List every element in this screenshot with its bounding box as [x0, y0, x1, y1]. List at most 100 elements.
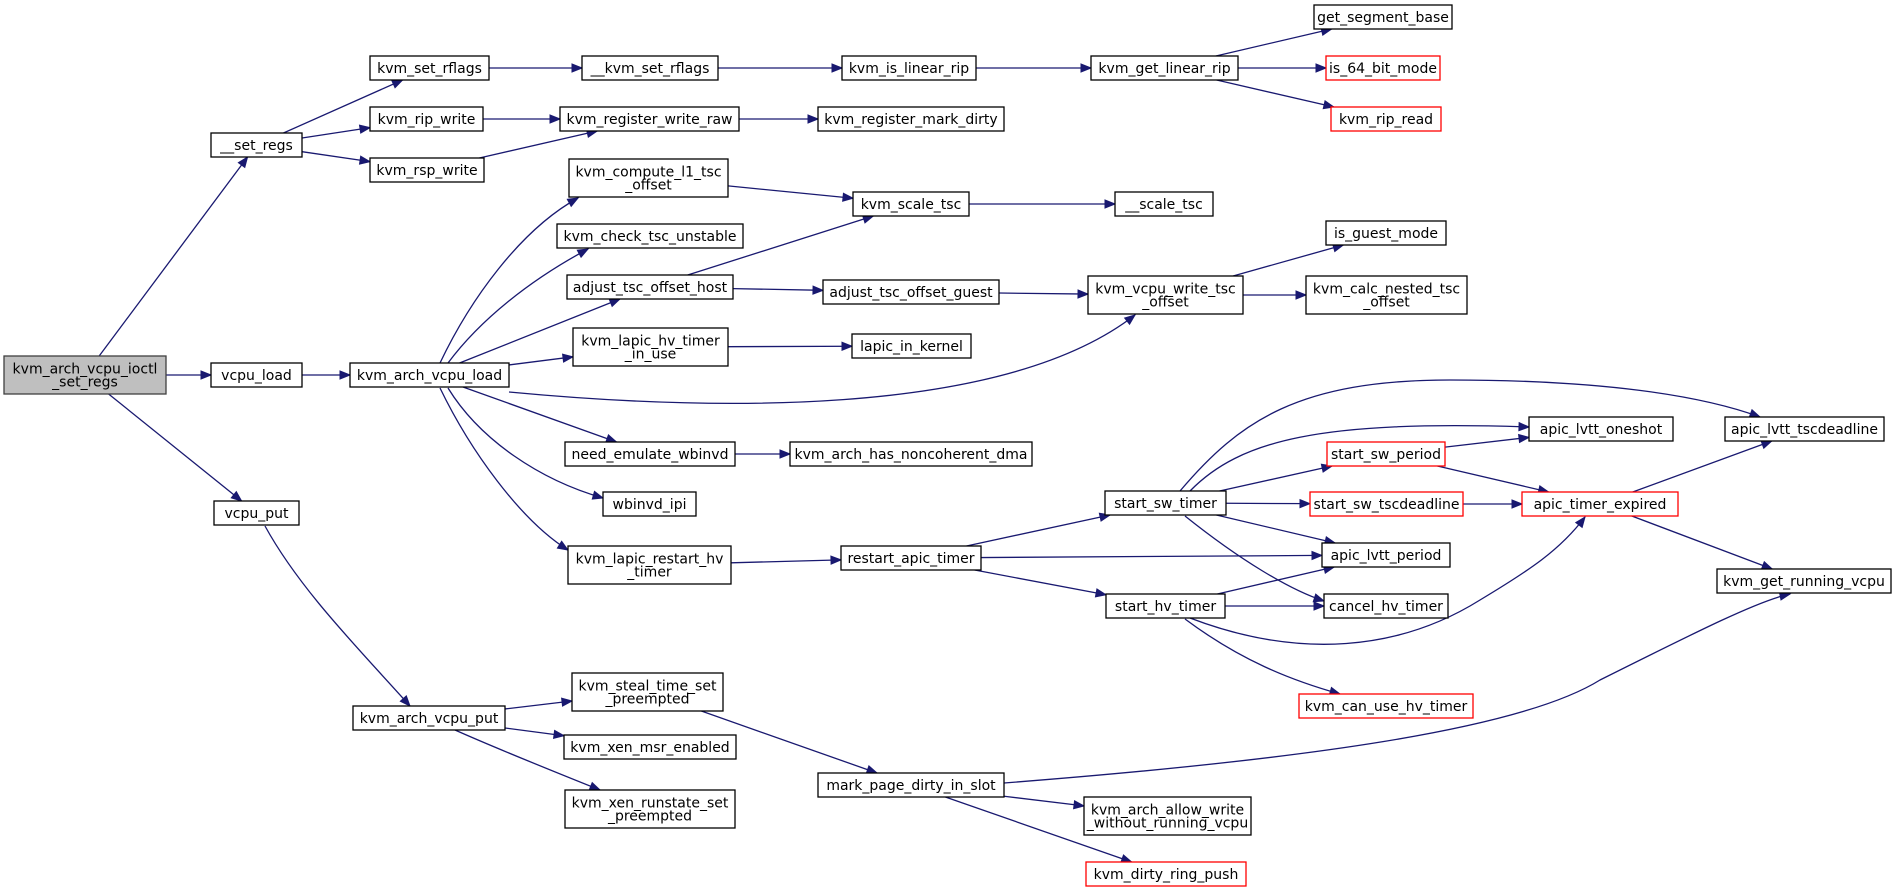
- edge-kvm-compute-l1-tsc-offset-to-kvm-scale-tsc: [727, 185, 854, 199]
- node-kvm-arch-has-noncoherent-dma[interactable]: kvm_arch_has_noncoherent_dma: [789, 441, 1033, 467]
- node-set-regs[interactable]: __set_regs: [210, 132, 303, 158]
- node-vcpu-load[interactable]: vcpu_load: [210, 362, 303, 388]
- edge-kvm-set-rflags-to-kvm-set-rflags-arrowhead: [571, 63, 584, 73]
- edge-set-regs-to-kvm-rip-write: [301, 126, 371, 139]
- node-lapic-in-kernel[interactable]: lapic_in_kernel: [851, 333, 972, 359]
- edge-kvm-is-linear-rip-to-kvm-get-linear-rip-arrowhead: [1080, 63, 1093, 73]
- node-label-kvm-steal-time-set-preempted-line-2: _preempted: [604, 692, 689, 708]
- node-label-kvm-rip-write: kvm_rip_write: [378, 112, 476, 128]
- edge-restart-apic-timer-to-apic-lvtt-period: [980, 554, 1323, 559]
- node-apic-lvtt-period[interactable]: apic_lvtt_period: [1321, 542, 1451, 568]
- node-kvm-compute-l1-tsc-offset[interactable]: kvm_compute_l1_tsc_offset: [568, 158, 729, 198]
- node-kvm-arch-vcpu-put[interactable]: kvm_arch_vcpu_put: [352, 705, 506, 731]
- node-is-64-bit-mode[interactable]: is_64_bit_mode: [1325, 55, 1441, 81]
- node-label-kvm-get-running-vcpu: kvm_get_running_vcpu: [1723, 574, 1885, 590]
- node-apic-lvtt-oneshot[interactable]: apic_lvtt_oneshot: [1528, 416, 1674, 442]
- node-root[interactable]: kvm_arch_vcpu_ioctl_set_regs: [3, 355, 167, 395]
- node-kvm-set-rflags[interactable]: __kvm_set_rflags: [581, 55, 719, 81]
- edge-restart-apic-timer-to-start-hv-timer-arrowhead: [1094, 588, 1108, 598]
- node-start-sw-timer[interactable]: start_sw_timer: [1104, 490, 1227, 516]
- edge-root-to-vcpu-load-arrowhead: [200, 370, 213, 380]
- node-label-kvm-calc-nested-tsc-offset-line-1: kvm_calc_nested_tsc: [1313, 282, 1460, 298]
- edge-start-sw-timer-to-apic-lvtt-period: [1216, 514, 1336, 544]
- node-cancel-hv-timer[interactable]: cancel_hv_timer: [1323, 593, 1449, 619]
- node-kvm-register-mark-dirty[interactable]: kvm_register_mark_dirty: [817, 106, 1005, 132]
- node-kvm-steal-time-set-preempted[interactable]: kvm_steal_time_set_preempted: [571, 672, 724, 712]
- node-label-kvm-register-write-raw: kvm_register_write_raw: [566, 112, 732, 128]
- node-box-kvm-calc-nested-tsc-offset: [1305, 275, 1468, 315]
- node-label-start-sw-period: start_sw_period: [1331, 447, 1441, 463]
- edges-layer: [98, 26, 1792, 864]
- edge-kvm-arch-vcpu-put-to-kvm-xen-msr-enabled-arrowhead: [552, 729, 566, 740]
- edge-restart-apic-timer-to-start-sw-timer: [966, 514, 1111, 547]
- node-kvm-arch-vcpu-load[interactable]: kvm_arch_vcpu_load: [349, 362, 510, 388]
- edge-restart-apic-timer-to-apic-lvtt-period-arrowhead: [1311, 550, 1324, 561]
- node-need-emulate-wbinvd[interactable]: need_emulate_wbinvd: [564, 441, 736, 467]
- node-kvm-scale-tsc[interactable]: kvm_scale_tsc: [852, 191, 970, 217]
- node-kvm-can-use-hv-timer[interactable]: kvm_can_use_hv_timer: [1298, 693, 1474, 719]
- node-box-need-emulate-wbinvd: [564, 441, 736, 467]
- edge-kvm-get-linear-rip-to-get-segment-base: [1215, 28, 1332, 57]
- node-kvm-xen-msr-enabled[interactable]: kvm_xen_msr_enabled: [563, 734, 737, 760]
- node-kvm-arch-allow-write-without-running-vcpu[interactable]: kvm_arch_allow_write_without_running_vcp…: [1083, 796, 1252, 836]
- node-label-kvm-compute-l1-tsc-offset-line-2: _offset: [624, 178, 672, 194]
- node-start-hv-timer[interactable]: start_hv_timer: [1105, 593, 1226, 619]
- node-kvm-set-rflags[interactable]: kvm_set_rflags: [369, 55, 490, 81]
- node-apic-timer-expired[interactable]: apic_timer_expired: [1521, 491, 1679, 517]
- node-restart-apic-timer[interactable]: restart_apic_timer: [840, 545, 982, 571]
- node-kvm-rip-write[interactable]: kvm_rip_write: [369, 106, 484, 132]
- node-kvm-lapic-restart-hv-timer[interactable]: kvm_lapic_restart_hv_timer: [567, 545, 732, 585]
- node-kvm-get-linear-rip[interactable]: kvm_get_linear_rip: [1090, 55, 1239, 81]
- node-kvm-rsp-write[interactable]: kvm_rsp_write: [369, 157, 485, 183]
- node-label-is-guest-mode: is_guest_mode: [1334, 226, 1438, 242]
- node-label-wbinvd-ipi: wbinvd_ipi: [613, 497, 687, 513]
- node-box-kvm-get-running-vcpu: [1716, 568, 1892, 594]
- node-label-root-line-1: kvm_arch_vcpu_ioctl: [13, 362, 158, 378]
- node-label-vcpu-load: vcpu_load: [221, 368, 292, 384]
- node-adjust-tsc-offset-host[interactable]: adjust_tsc_offset_host: [566, 274, 734, 300]
- node-label-start-hv-timer: start_hv_timer: [1115, 599, 1216, 615]
- edge-start-sw-timer-to-apic-lvtt-oneshot: [1189, 425, 1530, 492]
- node-apic-lvtt-tscdeadline[interactable]: apic_lvtt_tscdeadline: [1724, 416, 1885, 442]
- edge-kvm-lapic-hv-timer-in-use-to-lapic-in-kernel-arrowhead: [841, 341, 854, 352]
- node-scale-tsc[interactable]: __scale_tsc: [1114, 191, 1214, 217]
- node-kvm-check-tsc-unstable[interactable]: kvm_check_tsc_unstable: [556, 223, 744, 249]
- node-kvm-is-linear-rip[interactable]: kvm_is_linear_rip: [841, 55, 977, 81]
- node-box-apic-timer-expired: [1521, 491, 1679, 517]
- edge-kvm-register-write-raw-to-kvm-register-mark-dirty-arrowhead: [807, 114, 820, 124]
- edge-apic-timer-expired-to-kvm-get-running-vcpu-arrowhead: [1760, 560, 1774, 570]
- node-label-kvm-vcpu-write-tsc-offset-line-1: kvm_vcpu_write_tsc: [1095, 282, 1235, 298]
- edge-vcpu-load-to-kvm-arch-vcpu-load-arrowhead: [339, 370, 352, 380]
- node-label-kvm-rip-read: kvm_rip_read: [1339, 112, 1433, 128]
- node-label-adjust-tsc-offset-host: adjust_tsc_offset_host: [573, 280, 728, 296]
- node-get-segment-base[interactable]: get_segment_base: [1313, 4, 1453, 30]
- node-box-kvm-can-use-hv-timer: [1298, 693, 1474, 719]
- node-mark-page-dirty-in-slot[interactable]: mark_page_dirty_in_slot: [817, 772, 1005, 798]
- node-start-sw-tscdeadline[interactable]: start_sw_tscdeadline: [1309, 491, 1464, 517]
- node-is-guest-mode[interactable]: is_guest_mode: [1325, 220, 1447, 246]
- node-box-apic-lvtt-tscdeadline: [1724, 416, 1885, 442]
- node-box-start-sw-tscdeadline: [1309, 491, 1464, 517]
- node-kvm-get-running-vcpu[interactable]: kvm_get_running_vcpu: [1716, 568, 1892, 594]
- node-kvm-dirty-ring-push[interactable]: kvm_dirty_ring_push: [1085, 861, 1247, 887]
- edge-restart-apic-timer-to-start-hv-timer: [974, 569, 1107, 596]
- node-kvm-calc-nested-tsc-offset[interactable]: kvm_calc_nested_tsc_offset: [1305, 275, 1468, 315]
- node-vcpu-put[interactable]: vcpu_put: [213, 500, 300, 526]
- node-box-scale-tsc: [1114, 191, 1214, 217]
- node-adjust-tsc-offset-guest[interactable]: adjust_tsc_offset_guest: [822, 279, 1000, 305]
- node-label-kvm-xen-msr-enabled: kvm_xen_msr_enabled: [570, 740, 729, 756]
- node-kvm-register-write-raw[interactable]: kvm_register_write_raw: [559, 106, 740, 132]
- edge-root-to-set-regs-arrowhead: [237, 155, 249, 169]
- edge-mark-page-dirty-in-slot-to-kvm-get-running-vcpu: [1003, 593, 1791, 784]
- edge-start-sw-period-to-apic-timer-expired: [1437, 465, 1549, 493]
- node-kvm-vcpu-write-tsc-offset[interactable]: kvm_vcpu_write_tsc_offset: [1087, 275, 1244, 315]
- node-start-sw-period[interactable]: start_sw_period: [1326, 441, 1446, 467]
- node-kvm-rip-read[interactable]: kvm_rip_read: [1330, 106, 1442, 132]
- node-kvm-xen-runstate-set-preempted[interactable]: kvm_xen_runstate_set_preempted: [564, 789, 736, 829]
- edge-start-hv-timer-to-apic-timer-expired-arrowhead: [1574, 515, 1586, 529]
- node-wbinvd-ipi[interactable]: wbinvd_ipi: [602, 491, 697, 517]
- node-label-kvm-xen-runstate-set-preempted-line-2: _preempted: [607, 809, 692, 825]
- node-box-kvm-get-linear-rip: [1090, 55, 1239, 81]
- node-kvm-lapic-hv-timer-in-use[interactable]: kvm_lapic_hv_timer_in_use: [572, 327, 729, 367]
